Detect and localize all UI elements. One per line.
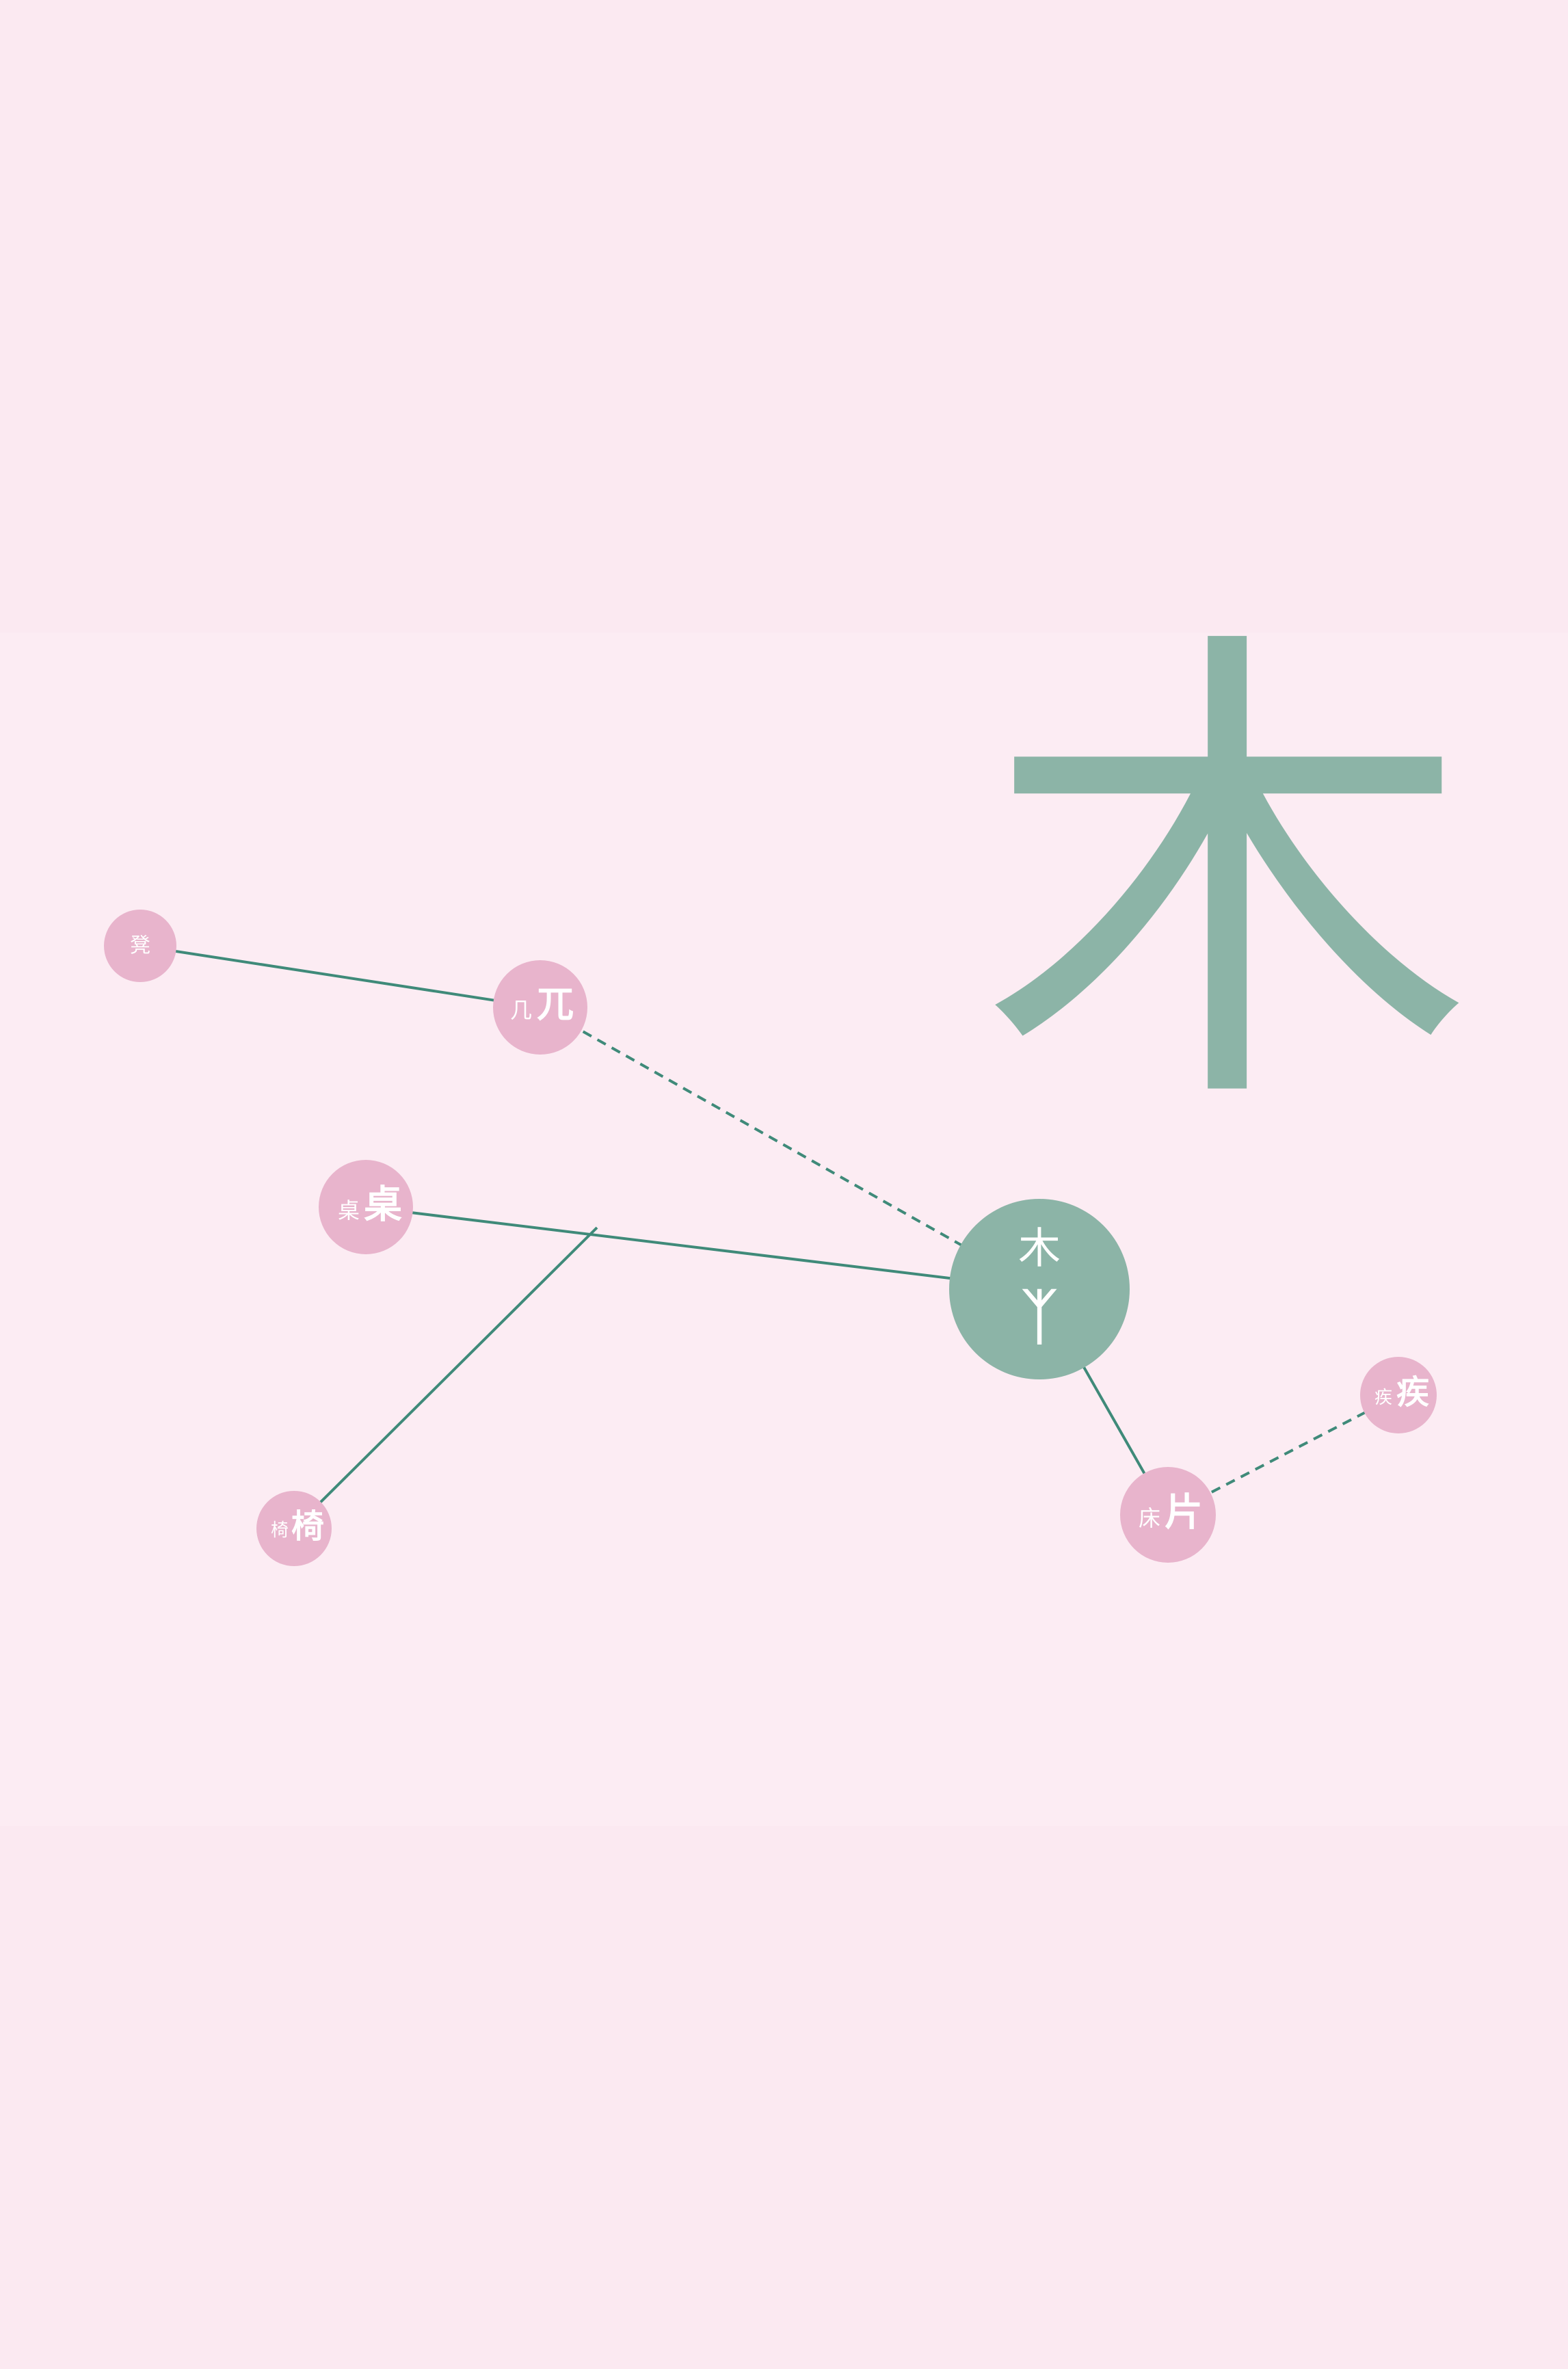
node-yi-char: 椅 [271, 1520, 289, 1541]
node-center-char: 木 [1018, 1223, 1061, 1273]
node-chuang-char: 床 [1139, 1505, 1160, 1531]
edges [139, 944, 1399, 1530]
node-ji-circle [493, 960, 587, 1055]
node-chuang-circle [1120, 1467, 1216, 1563]
node-ji-ancient: 兀 [537, 983, 574, 1026]
node-yi-ancient: 椅 [291, 1507, 324, 1546]
node-ji2[interactable]: 疾 疾 [1360, 1357, 1437, 1433]
node-deng-circle [104, 910, 176, 982]
node-ji[interactable]: 几 兀 [493, 960, 587, 1055]
edge-chuang-ji2 [1167, 1394, 1399, 1516]
node-center[interactable]: 木 ᛉ [949, 1199, 1130, 1379]
edge-zhuo-center [365, 1206, 1040, 1291]
edge-ji-center [540, 1006, 1040, 1291]
node-ji2-circle [1360, 1357, 1437, 1433]
node-zhuo[interactable]: 桌 桌 [319, 1160, 413, 1254]
node-deng[interactable]: 凳 [104, 910, 176, 982]
node-ji2-ancient: 疾 [1396, 1373, 1429, 1412]
edge-deng-ji [139, 944, 541, 1009]
node-chuang-ancient: 片 [1165, 1491, 1203, 1535]
edge-branch-yi [293, 1226, 598, 1530]
node-zhuo-ancient: 桌 [364, 1183, 402, 1228]
diagram-panel [0, 633, 1568, 1826]
title-character: 木 [981, 592, 1474, 1165]
node-center-circle [949, 1199, 1130, 1379]
node-ji-char: 几 [510, 997, 532, 1023]
node-zhuo-circle [319, 1160, 413, 1254]
node-zhuo-char: 桌 [338, 1197, 360, 1223]
node-yi[interactable]: 椅 椅 [256, 1491, 332, 1566]
node-deng-char: 凳 [130, 934, 150, 958]
node-chuang[interactable]: 床 片 [1120, 1467, 1216, 1563]
node-center-ancient: ᛉ [1022, 1282, 1058, 1352]
node-yi-circle [256, 1491, 332, 1566]
node-ji2-char: 疾 [1374, 1388, 1392, 1408]
